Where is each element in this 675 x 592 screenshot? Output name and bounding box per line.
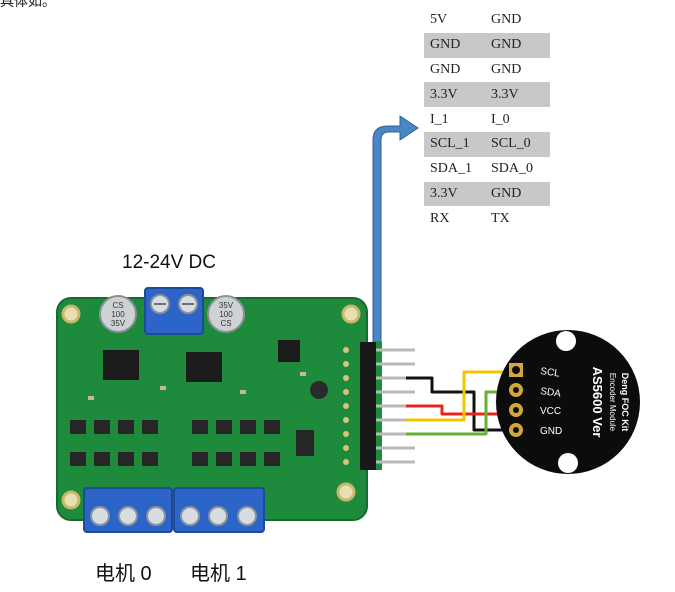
pin-label-left: RX: [430, 210, 450, 226]
capacitor-text: CS: [220, 319, 231, 328]
pin-label-right: 3.3V: [491, 86, 519, 102]
capacitor-right: 35V 100 CS: [207, 295, 245, 333]
pin-label-left: SDA_1: [430, 161, 473, 177]
pinout-row: GND GND: [424, 32, 550, 58]
capacitor-left: CS 100 35V: [99, 295, 137, 333]
capacitor-text: 35V: [111, 319, 126, 328]
pinout-row: 3.3V GND: [424, 181, 550, 207]
encoder-pin-label: GND: [540, 426, 562, 437]
motor0-terminal: [83, 487, 173, 533]
capacitor-text: 100: [219, 310, 233, 319]
pin-label-right: I_0: [491, 111, 510, 127]
encoder-title: Deng FOC Kit: [620, 373, 630, 432]
pinout-row: 3.3V 3.3V: [424, 82, 550, 108]
motor1-terminal: [173, 487, 265, 533]
encoder-pin-label: VCC: [540, 406, 561, 417]
wire-black: [406, 376, 516, 432]
pin-label-right: GND: [491, 12, 522, 28]
pin-label-left: 3.3V: [430, 185, 458, 201]
pin-label-left: 5V: [430, 12, 448, 28]
capacitor-text: 35V: [219, 301, 234, 310]
clipped-caption-text: 具体如。: [0, 0, 56, 10]
motor1-label: 电机 1: [190, 563, 247, 585]
pinout-row: I_1 I_0: [424, 107, 550, 132]
capacitor-text: CS: [112, 301, 123, 310]
pin-label-left: GND: [430, 61, 461, 77]
wire-red: [406, 404, 516, 416]
pin-label-right: GND: [491, 61, 522, 77]
pinout-row: GND GND: [424, 58, 550, 83]
pin-label-right: GND: [491, 37, 522, 53]
wire-yellow: [406, 370, 516, 422]
pinout-row: 5V GND: [424, 8, 550, 33]
driver-board: [56, 297, 368, 521]
pin-header: [338, 342, 415, 470]
connection-arrow: [372, 115, 419, 343]
pin-label-right: SCL_0: [491, 136, 531, 152]
pinout-row: SDA_1 SDA_0: [424, 157, 550, 182]
pin-label-left: SCL_1: [430, 136, 470, 152]
pinout-row: SCL_1 SCL_0: [424, 131, 550, 157]
pin-label-right: TX: [491, 210, 510, 226]
encoder-model: AS5600 Ver: [590, 367, 605, 438]
motor0-label: 电机 0: [95, 563, 152, 585]
encoder-module: SCL SDA VCC GND Deng FOC Kit Encoder Mod…: [496, 330, 640, 474]
power-terminal: [144, 287, 204, 335]
encoder-pin-label: SDA: [540, 386, 562, 400]
pin-label-left: 3.3V: [430, 86, 458, 102]
pin-label-right: GND: [491, 185, 522, 201]
pinout-row: RX TX: [424, 206, 550, 231]
supply-voltage-label: 12-24V DC: [122, 252, 216, 273]
pin-label-right: SDA_0: [491, 161, 534, 177]
capacitor-text: 100: [111, 310, 125, 319]
pin-label-left: GND: [430, 37, 461, 53]
encoder-subtitle: Encoder Module: [608, 373, 617, 432]
pin-label-left: I_1: [430, 111, 449, 127]
pinout-table: 5V GND GND GND GND GND 3.3V 3.3V I_1 I_0 SCL_…: [424, 8, 550, 231]
encoder-pin-label: SCL: [540, 366, 561, 380]
